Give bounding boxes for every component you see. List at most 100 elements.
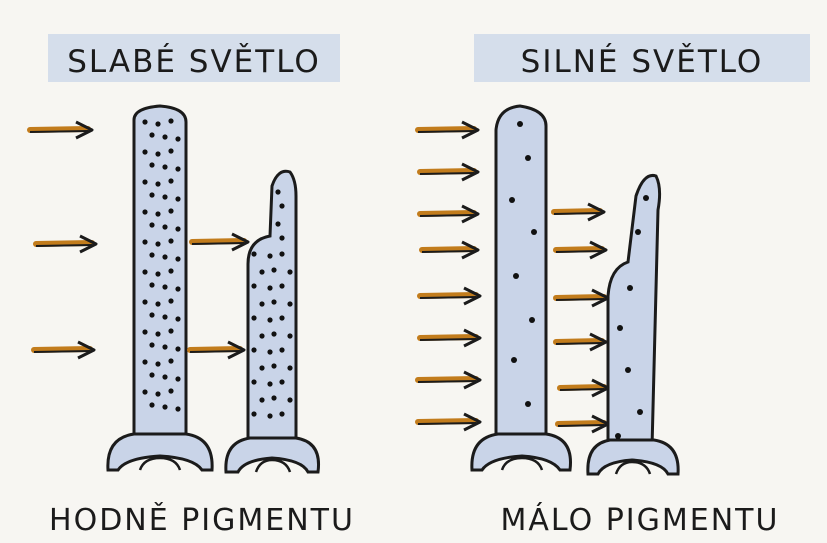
pigment-dot: [149, 222, 154, 227]
pigment-dot: [267, 317, 272, 322]
pigment-dot: [635, 229, 641, 235]
light-arrow-icon: [558, 416, 608, 432]
pigment-dot: [529, 317, 535, 323]
light-arrow-icon: [554, 204, 604, 220]
pigment-dot: [155, 361, 160, 366]
pigment-dot: [251, 283, 256, 288]
pigment-dot: [142, 239, 147, 244]
caption-much-pigment: HODNĚ PIGMENTU: [49, 502, 355, 538]
pigment-dot: [267, 285, 272, 290]
light-arrow-icon: [418, 372, 480, 388]
pigment-dot: [155, 181, 160, 186]
pigment-dot: [279, 251, 284, 256]
light-arrow-icon: [560, 380, 608, 396]
pigment-dot: [142, 269, 147, 274]
pigment-dot: [175, 196, 180, 201]
pigment-dot: [149, 342, 154, 347]
pigment-dot: [168, 238, 173, 243]
caption-little-pigment: MÁLO PIGMENTU: [501, 502, 780, 538]
pigment-dot: [175, 256, 180, 261]
cell-tall-right: [472, 106, 571, 470]
pigment-dot: [175, 316, 180, 321]
pigment-dot: [175, 286, 180, 291]
pigment-dot: [162, 284, 167, 289]
pigment-dot: [142, 119, 147, 124]
pigment-dot: [279, 411, 284, 416]
pigment-dot: [525, 401, 531, 407]
pigment-dot: [287, 365, 292, 370]
pigment-dot: [175, 226, 180, 231]
pigment-dot: [271, 299, 276, 304]
cell-tall-left: [108, 106, 212, 470]
pigment-dot: [162, 254, 167, 259]
pigment-dot: [279, 379, 284, 384]
pigment-dot: [511, 357, 517, 363]
pigment-dot: [149, 132, 154, 137]
pigment-dot: [615, 433, 621, 439]
pigment-dot: [287, 301, 292, 306]
pigment-dot: [175, 136, 180, 141]
pigment-dot: [279, 283, 284, 288]
pigment-dot: [287, 269, 292, 274]
pigment-dot: [267, 349, 272, 354]
pigment-dot: [267, 381, 272, 386]
pigment-dot: [168, 118, 173, 123]
pigment-dot: [155, 391, 160, 396]
pigment-dot: [162, 344, 167, 349]
pigment-dot: [155, 151, 160, 156]
pigment-dot: [625, 367, 631, 373]
pigment-dot: [175, 376, 180, 381]
light-arrow-icon: [420, 330, 480, 346]
pigment-dot: [175, 166, 180, 171]
cell-short-right: [588, 175, 678, 474]
pigment-dot: [643, 195, 649, 201]
pigment-dot: [162, 224, 167, 229]
light-arrow-icon: [422, 242, 478, 258]
light-arrow-icon: [420, 288, 480, 304]
pigment-dot: [162, 404, 167, 409]
pigment-dot: [617, 325, 623, 331]
pigment-dot: [275, 189, 280, 194]
light-arrow-icon: [420, 164, 478, 180]
pigment-dot: [155, 331, 160, 336]
pigment-dot: [287, 397, 292, 402]
pigment-dot: [279, 315, 284, 320]
pigment-dot: [259, 269, 264, 274]
pigment-dot: [259, 333, 264, 338]
pigment-dot: [168, 358, 173, 363]
pigment-dot: [149, 252, 154, 257]
cell-short-left: [226, 171, 319, 472]
pigment-dot: [251, 251, 256, 256]
pigment-dot: [271, 331, 276, 336]
pigment-dot: [155, 241, 160, 246]
pigment-dot: [251, 315, 256, 320]
pigment-dot: [162, 134, 167, 139]
pigment-dot: [279, 203, 284, 208]
pigment-dot: [168, 178, 173, 183]
pigment-dot: [168, 208, 173, 213]
light-arrow-icon: [556, 290, 608, 306]
pigment-dot: [259, 301, 264, 306]
pigment-dot: [168, 328, 173, 333]
pigment-dot: [149, 282, 154, 287]
pigment-dot: [155, 121, 160, 126]
pigment-dot: [142, 329, 147, 334]
pigment-dot: [168, 298, 173, 303]
pigment-dot: [149, 312, 154, 317]
light-arrow-icon: [30, 122, 92, 138]
pigment-dot: [627, 285, 633, 291]
pigment-dot: [162, 194, 167, 199]
pigment-dot: [155, 211, 160, 216]
heading-strong-light: SILNÉ SVĚTLO: [521, 44, 764, 80]
pigment-dot: [259, 365, 264, 370]
pigment-dot: [279, 347, 284, 352]
light-arrow-icon: [556, 242, 606, 258]
pigment-dot: [162, 164, 167, 169]
light-arrow-icon: [420, 206, 478, 222]
pigment-dot: [162, 314, 167, 319]
pigment-dot: [168, 268, 173, 273]
pigment-dot: [531, 229, 537, 235]
pigment-dot: [259, 397, 264, 402]
